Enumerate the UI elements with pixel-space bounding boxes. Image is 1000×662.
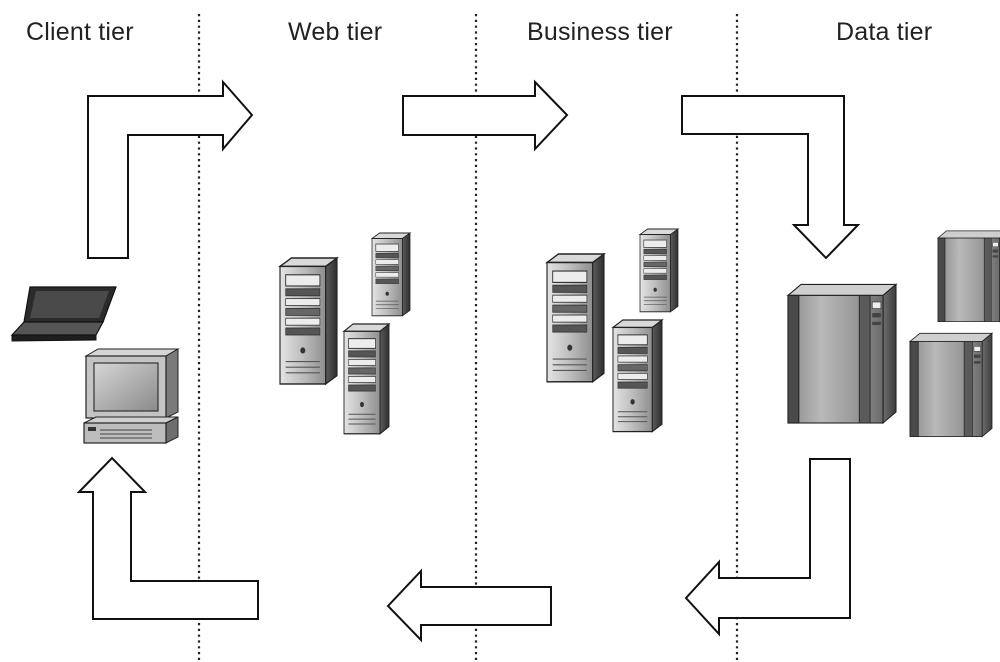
- arrow-web-to-business: [402, 79, 569, 152]
- mainframe-icon: [787, 283, 897, 424]
- mainframe-icon: [937, 230, 1000, 322]
- tier-label-data: Data tier: [836, 18, 933, 46]
- tower-server-icon: [639, 228, 679, 313]
- arrow-web-to-client: [76, 456, 259, 620]
- flow-arrows: [76, 79, 861, 643]
- laptop-icon: [10, 286, 117, 342]
- mainframe-icon: [909, 332, 993, 438]
- tower-server-icon: [279, 257, 338, 385]
- arrow-business-to-data: [681, 95, 861, 260]
- tier-label-business: Business tier: [527, 18, 673, 46]
- web-tier-servers: [279, 232, 411, 435]
- tier-label-web: Web tier: [288, 18, 383, 46]
- tower-server-icon: [546, 253, 605, 383]
- arrow-business-to-web: [386, 568, 552, 643]
- tower-server-icon: [612, 319, 663, 433]
- tower-server-icon: [371, 232, 411, 317]
- business-tier-servers: [546, 228, 679, 433]
- arrow-data-to-business: [684, 458, 851, 637]
- tier-label-client: Client tier: [26, 18, 134, 46]
- arrow-client-to-web: [87, 79, 254, 259]
- desktop-computer-icon: [83, 348, 180, 444]
- tower-server-icon: [343, 323, 390, 435]
- tier-dividers: [197, 14, 739, 662]
- data-tier-servers: [787, 230, 1000, 438]
